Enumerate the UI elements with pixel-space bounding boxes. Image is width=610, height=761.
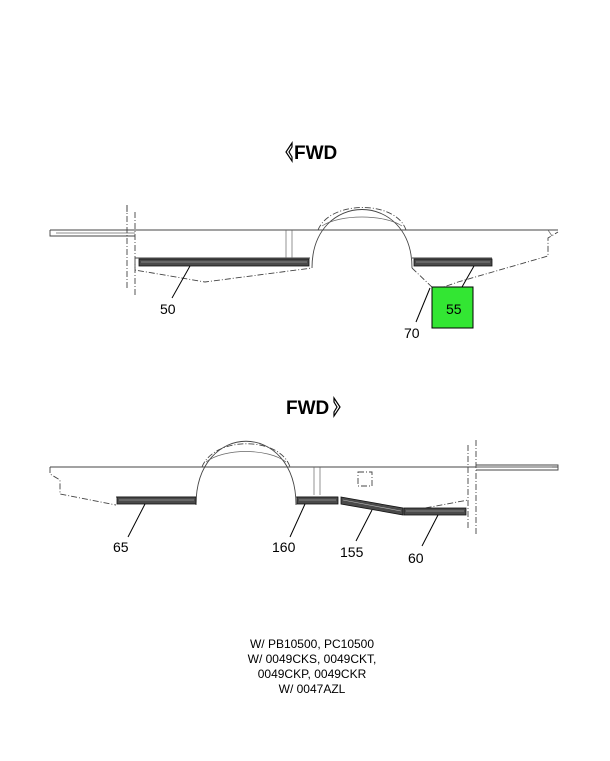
callout-160[interactable]: 160 [272,539,296,555]
note-line-2: W/ 0049CKS, 0049CKT, [248,652,377,666]
lower-frame-rail [49,440,559,535]
right-arrow-outline-icon [333,396,341,418]
upper-frame-rail [49,205,559,296]
callout-55-highlight[interactable] [431,286,474,329]
lower-view: FWD [49,396,559,566]
note-line-3: 0049CKP, 0049CKR [258,667,367,681]
callout-55[interactable]: 55 [446,301,462,317]
note-line-4: W/ 0047AZL [279,682,346,696]
upper-part-strip-50 [138,258,310,267]
left-arrow-outline-icon [285,141,293,163]
applicability-note: W/ PB10500, PC10500 W/ 0049CKS, 0049CKT,… [248,637,377,696]
leader-50 [171,265,191,299]
upper-part-strip-55 [413,258,493,267]
leader-70 [415,287,431,323]
callout-65[interactable]: 65 [113,539,129,555]
lower-part-strip-60 [403,507,467,516]
callout-155[interactable]: 155 [340,544,364,560]
lower-fwd-indicator: FWD [286,396,341,419]
callout-60[interactable]: 60 [408,550,424,566]
upper-fwd-label: FWD [294,143,337,164]
callout-50[interactable]: 50 [160,301,176,317]
lower-fwd-label: FWD [286,398,329,419]
callout-70[interactable]: 70 [404,325,420,341]
leader-60 [421,514,439,547]
leader-160 [289,503,306,538]
lower-part-strip-160 [296,496,339,505]
upper-fwd-indicator: FWD [285,141,337,164]
lower-part-strip-155 [340,496,404,516]
leader-155 [355,509,373,542]
upper-view: FWD [49,141,559,341]
leader-65 [127,503,146,538]
note-line-1: W/ PB10500, PC10500 [250,637,374,651]
lower-part-strip-65 [116,496,197,505]
